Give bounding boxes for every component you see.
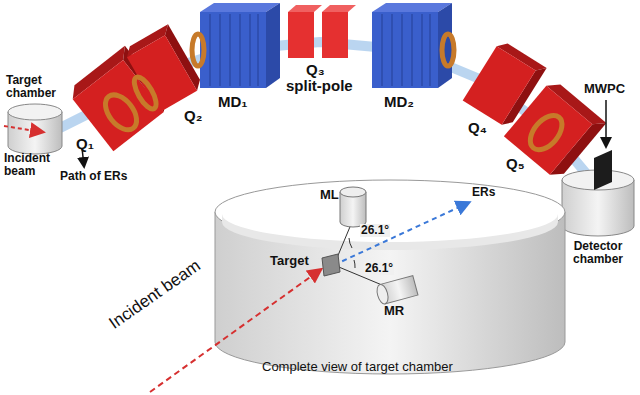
part-label: Detector chamber xyxy=(560,240,636,266)
part-label: Target xyxy=(270,254,309,268)
part-label: Target chamber xyxy=(6,74,68,100)
part-label: ERs xyxy=(472,186,495,199)
part-label: MWPC xyxy=(584,82,625,96)
part-label: Incident beam xyxy=(106,257,204,334)
part-label: Q₅ xyxy=(506,156,525,173)
part-label: Incident beam xyxy=(4,152,64,178)
part-label: Q₄ xyxy=(468,120,487,137)
part-label: MR xyxy=(384,304,404,318)
part-label: 26.1° xyxy=(364,262,394,275)
part-label: MD₁ xyxy=(218,94,248,111)
part-label: Path of ERs xyxy=(60,170,127,183)
part-label: split-pole xyxy=(286,78,353,95)
part-label: Q₁ xyxy=(76,136,94,153)
part-label: MD₂ xyxy=(384,94,414,111)
part-label: 26.1° xyxy=(360,224,390,237)
part-label: Complete view of target chamber xyxy=(262,360,453,374)
part-label: ML xyxy=(320,188,339,202)
part-label: Q₃ xyxy=(306,62,325,79)
part-label: Q₂ xyxy=(184,108,202,125)
